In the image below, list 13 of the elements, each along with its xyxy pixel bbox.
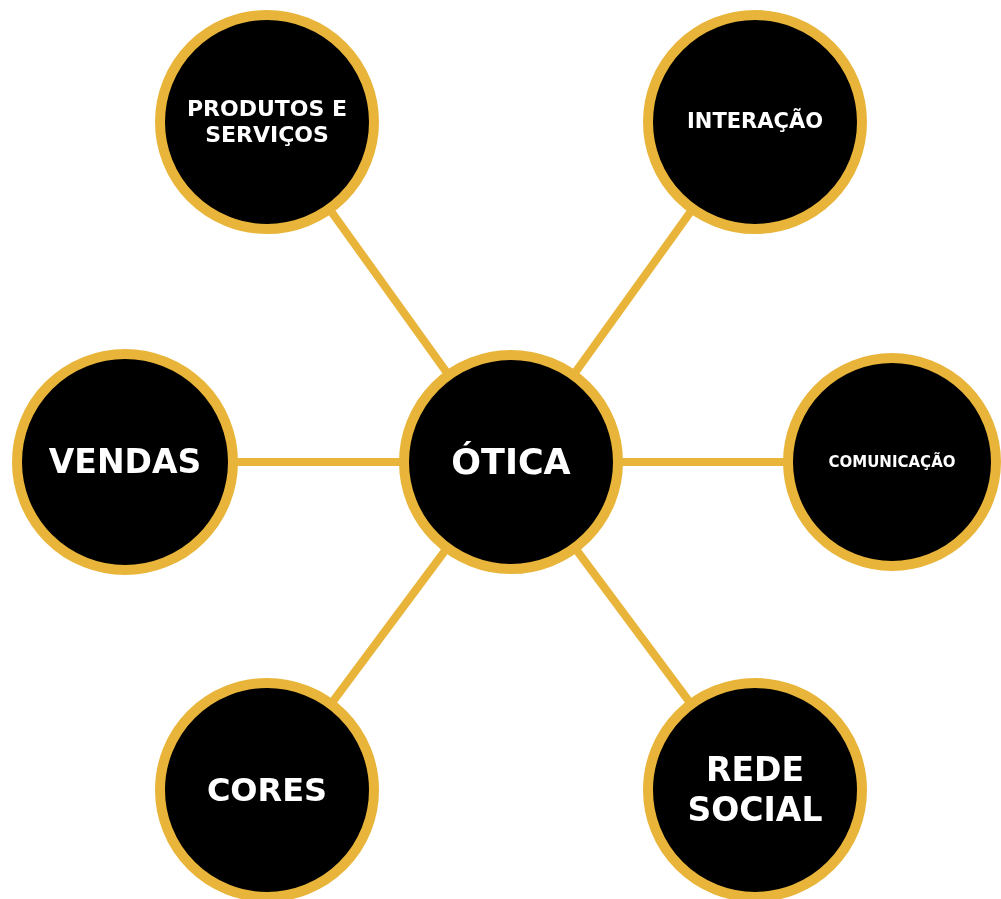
connector-line (329, 547, 449, 705)
connector-line (327, 209, 451, 375)
connector-line (236, 458, 401, 466)
connector-line (573, 547, 693, 705)
node-label: COMUNICAÇÃO (828, 453, 956, 471)
node-label: CORES (206, 770, 328, 810)
connector-line (571, 209, 695, 375)
node-label: INTERAÇÃO (687, 109, 823, 135)
node-label: ÓTICA (451, 441, 571, 483)
node-label: PRODUTOS E SERVIÇOS (185, 95, 349, 149)
node-label: REDE SOCIAL (686, 750, 824, 830)
connector-line (621, 458, 785, 466)
node-label: VENDAS (48, 442, 202, 482)
